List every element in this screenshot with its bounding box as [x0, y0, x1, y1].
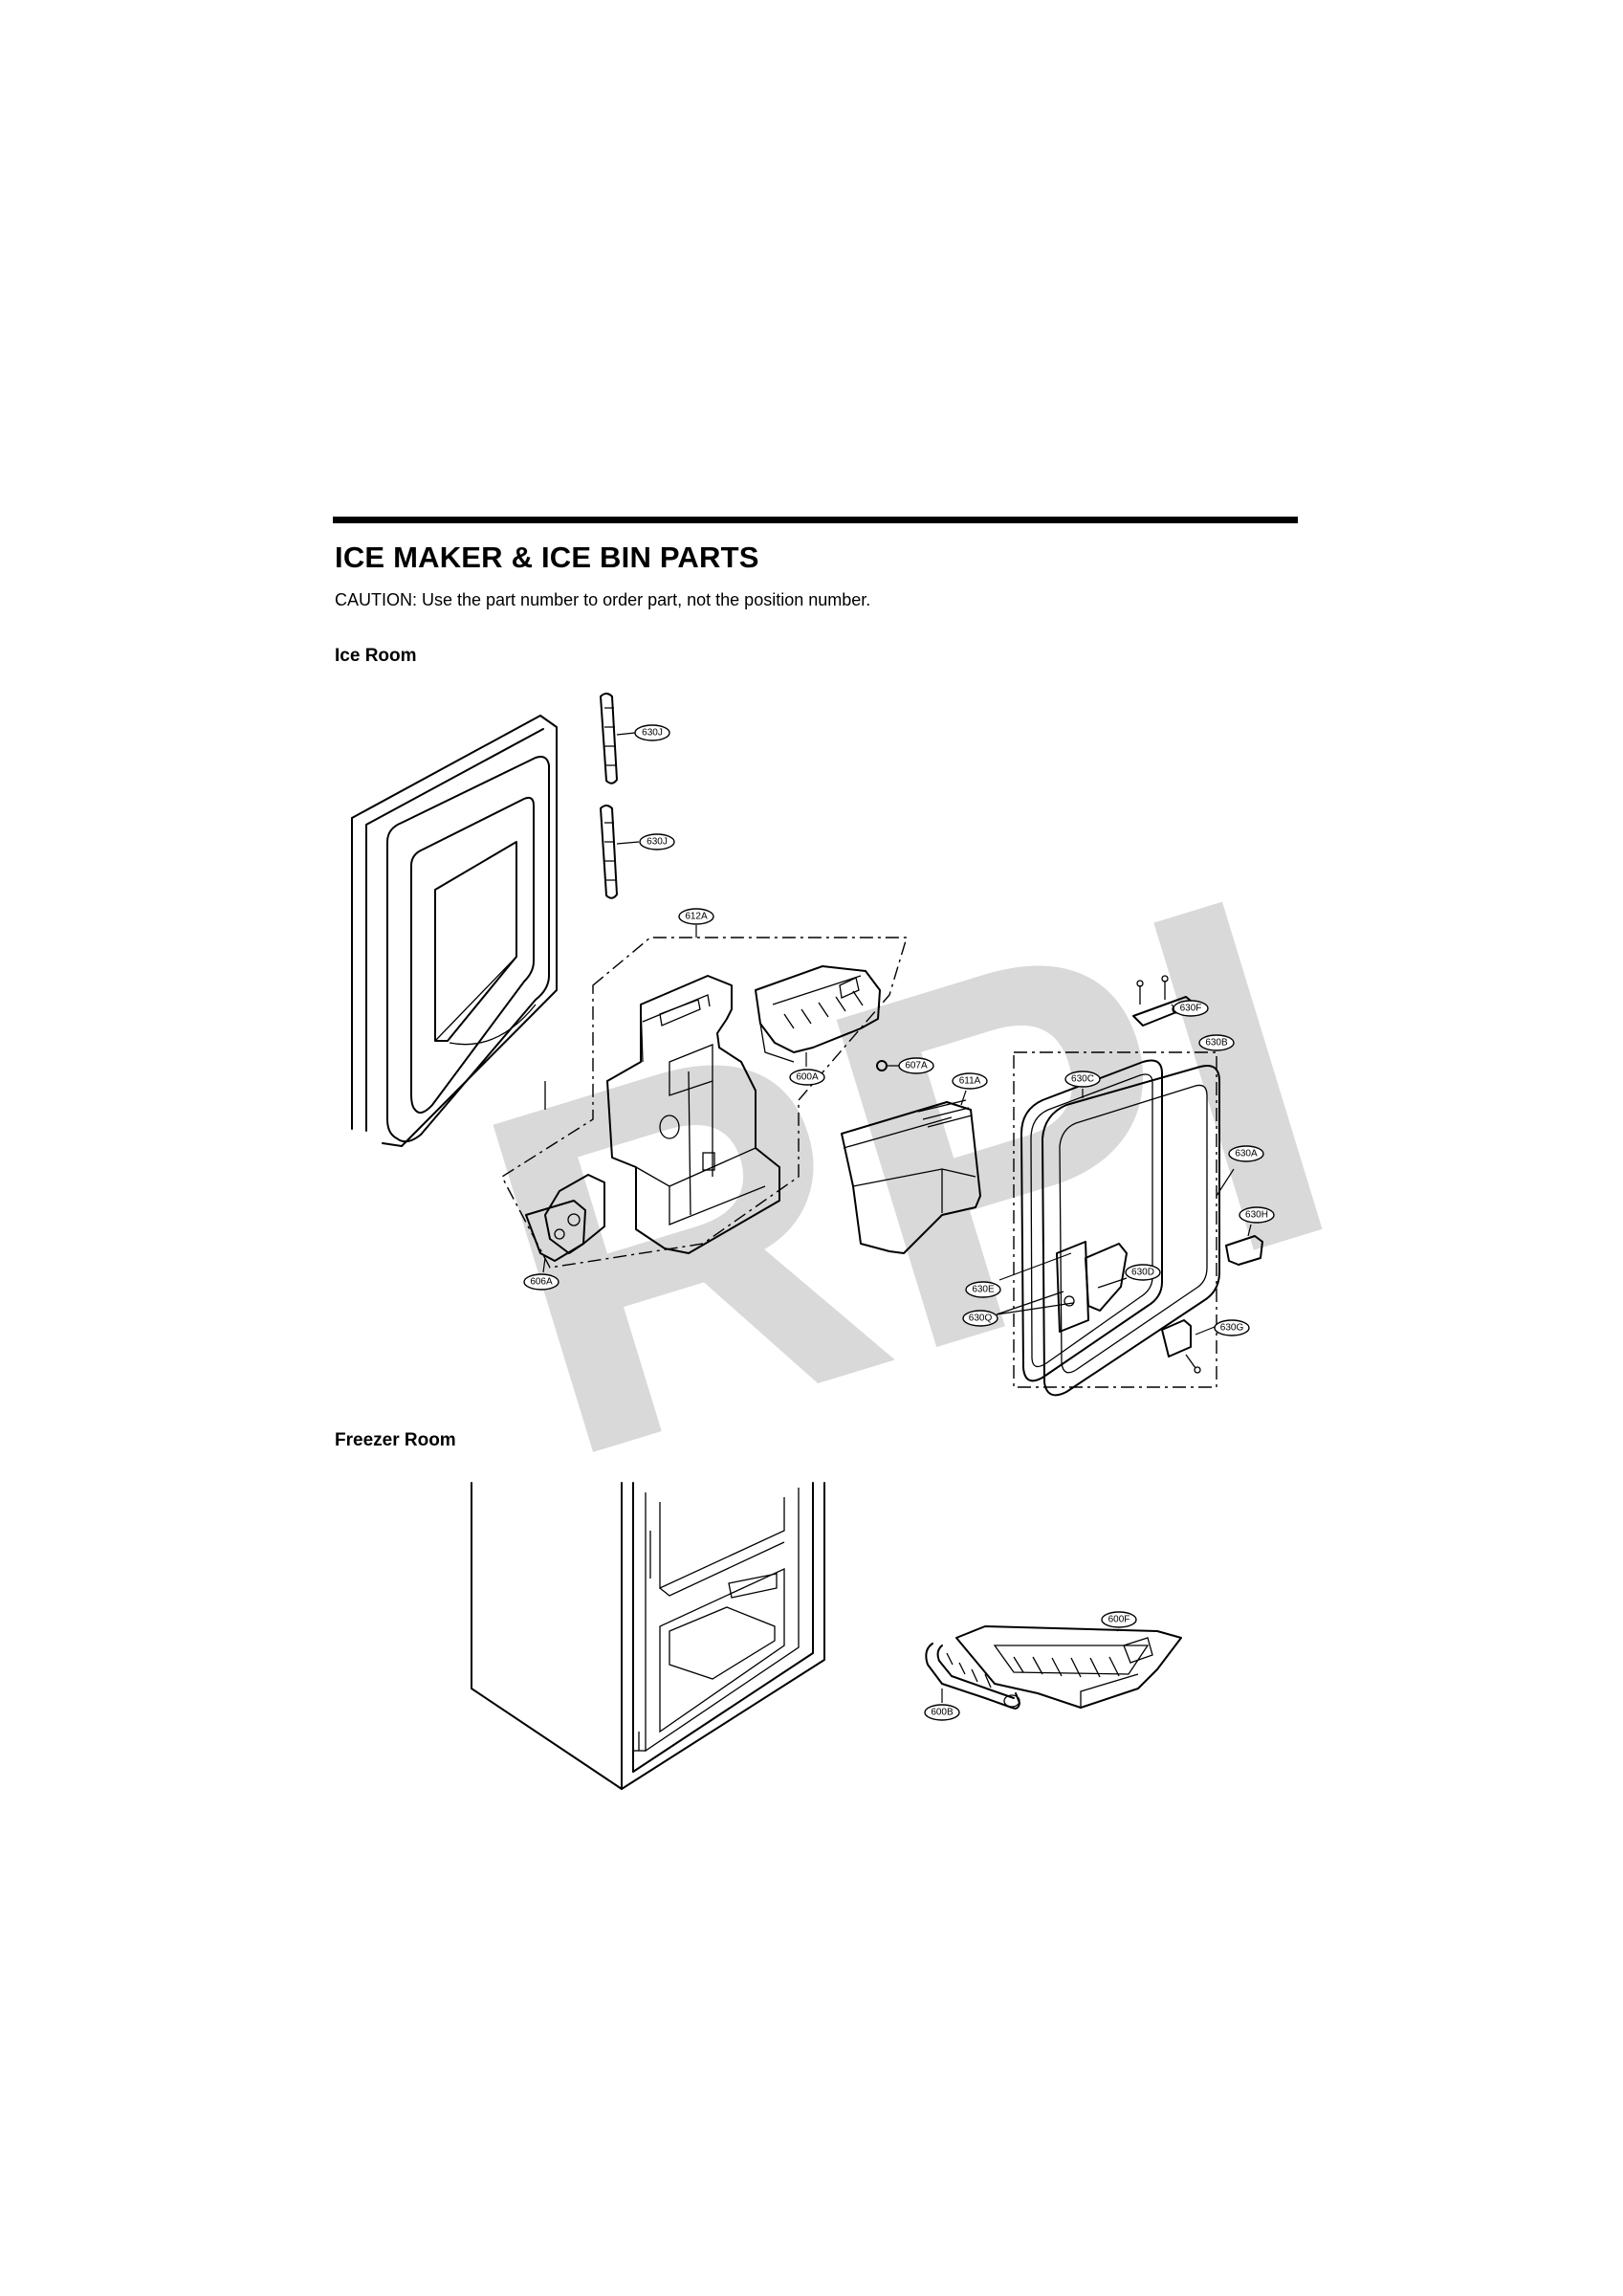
- callout-612a: 612A: [678, 908, 714, 925]
- ice-room-door-frame: [351, 715, 558, 1147]
- svg-text:630A: 630A: [1235, 1149, 1258, 1159]
- callout-630b: 630B: [1198, 1034, 1235, 1051]
- part-630h-stopper: [1225, 1235, 1263, 1266]
- callout-600a: 600A: [789, 1069, 825, 1086]
- part-600a-ice-maker: [755, 965, 881, 1063]
- callout-611a: 611A: [952, 1072, 988, 1090]
- part-630j-top: [600, 693, 618, 784]
- svg-text:630Q: 630Q: [969, 1314, 993, 1324]
- svg-text:630F: 630F: [1180, 1004, 1202, 1014]
- assembly-630a-boundary: [1013, 1051, 1217, 1388]
- callout-630q: 630Q: [962, 1310, 998, 1327]
- svg-text:630J: 630J: [647, 837, 668, 848]
- part-600b-ice-bin-arm: [925, 1643, 1020, 1710]
- callout-630j-bottom: 630J: [639, 833, 675, 850]
- section-ice-room: Ice Room: [335, 646, 417, 666]
- svg-text:600F: 600F: [1108, 1615, 1130, 1625]
- assembly-612a-boundary: [501, 937, 908, 1269]
- callout-600f: 600F: [1101, 1611, 1137, 1628]
- svg-text:RPI: RPI: [429, 789, 1385, 1563]
- watermark: RPI: [429, 789, 1385, 1563]
- freezer-cabinet: [471, 1482, 825, 1790]
- section-freezer-room: Freezer Room: [335, 1430, 456, 1450]
- callout-630j-top: 630J: [634, 724, 670, 741]
- callout-606a: 606A: [523, 1273, 559, 1291]
- svg-text:607A: 607A: [905, 1061, 928, 1071]
- svg-text:630H: 630H: [1245, 1210, 1268, 1221]
- header-rule: [333, 517, 1298, 523]
- svg-text:630J: 630J: [642, 728, 663, 739]
- part-600f-ice-bin-tray: [955, 1625, 1182, 1709]
- svg-text:600A: 600A: [796, 1072, 819, 1083]
- page-title: ICE MAKER & ICE BIN PARTS: [335, 541, 759, 574]
- callout-630h: 630H: [1239, 1206, 1275, 1224]
- part-630g-bracket: [1161, 1319, 1201, 1374]
- callout-630d: 630D: [1125, 1264, 1161, 1281]
- caution-note: CAUTION: Use the part number to order pa…: [335, 590, 871, 609]
- svg-text:630D: 630D: [1131, 1268, 1154, 1278]
- part-606a-bracket: [525, 1174, 605, 1262]
- svg-text:630C: 630C: [1071, 1074, 1094, 1085]
- callout-607a: 607A: [898, 1057, 934, 1074]
- svg-text:630B: 630B: [1205, 1038, 1228, 1049]
- svg-text:612A: 612A: [685, 912, 708, 922]
- callout-630c: 630C: [1064, 1071, 1101, 1088]
- part-611a-cover: [841, 1099, 981, 1254]
- part-630j-bottom: [600, 805, 618, 899]
- svg-text:606A: 606A: [530, 1277, 553, 1288]
- svg-text:600B: 600B: [931, 1708, 954, 1718]
- callout-630f: 630F: [1173, 1000, 1209, 1017]
- svg-text:611A: 611A: [959, 1076, 981, 1087]
- svg-text:630E: 630E: [972, 1285, 995, 1295]
- callout-630g: 630G: [1214, 1319, 1250, 1336]
- callout-630a: 630A: [1228, 1145, 1264, 1162]
- svg-text:630G: 630G: [1220, 1323, 1244, 1334]
- callout-630e: 630E: [965, 1281, 1001, 1298]
- part-ice-maker-housing: [606, 975, 780, 1254]
- callout-600b: 600B: [924, 1704, 960, 1721]
